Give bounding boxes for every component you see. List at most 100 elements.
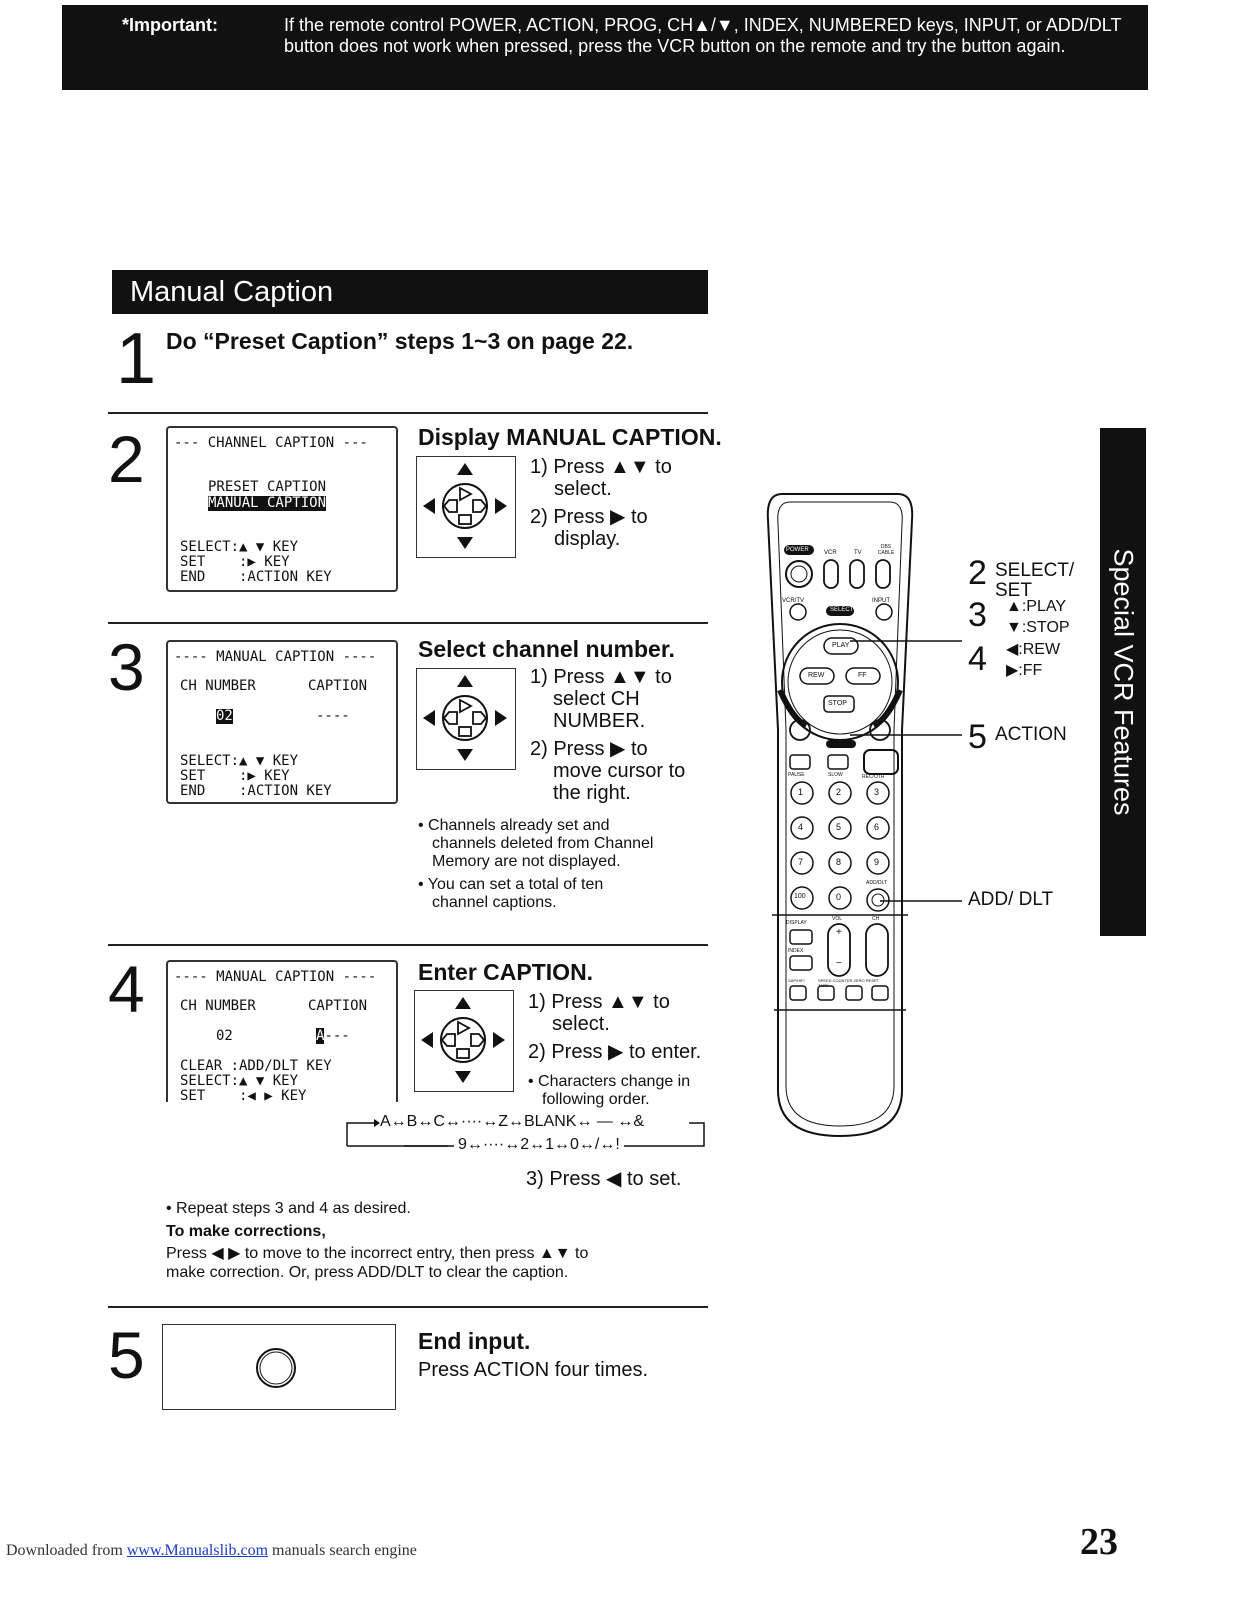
step2-instr-2b: display. bbox=[554, 528, 621, 550]
step3-joypad-diagram bbox=[416, 668, 516, 770]
step2-joypad-diagram bbox=[416, 456, 516, 558]
step5-text: Press ACTION four times. bbox=[418, 1359, 649, 1381]
osd-title: ---- MANUAL CAPTION ---- bbox=[174, 969, 377, 985]
step3-note-2b: channel captions. bbox=[432, 894, 557, 911]
rec-otr-button[interactable]: REC/OTR bbox=[862, 774, 885, 780]
osd-col-caption: CAPTION bbox=[308, 998, 368, 1014]
side-tab-label: Special VCR Features bbox=[1108, 548, 1139, 816]
callout-add-dlt: ADD/ DLT bbox=[968, 889, 1054, 910]
step3-instr-1c: NUMBER. bbox=[553, 710, 646, 732]
key-100[interactable]: 100 bbox=[794, 893, 806, 900]
osd-select-key: SELECT:▲ ▼ KEY bbox=[180, 1073, 299, 1089]
divider bbox=[108, 412, 708, 414]
remote-control-illustration: POWER VCR TV DBS CABLE VCR/TV SELECT INP… bbox=[762, 490, 918, 1140]
step5-heading: End input. bbox=[418, 1328, 531, 1354]
vcr-button[interactable]: VCR bbox=[824, 550, 837, 556]
manualslib-link[interactable]: www.Manualslib.com bbox=[126, 1542, 269, 1559]
remote-control-body bbox=[766, 493, 914, 1138]
key-0[interactable]: 0 bbox=[836, 892, 842, 902]
key-7[interactable]: 7 bbox=[798, 857, 804, 867]
step4-note-1b: following order. bbox=[542, 1091, 650, 1108]
callout-play: ▲:PLAY bbox=[1006, 598, 1067, 615]
joypad-icon bbox=[423, 463, 507, 549]
osd-ch-value: 02 bbox=[216, 708, 233, 724]
key-1[interactable]: 1 bbox=[798, 787, 804, 797]
step3-osd-screen: ---- MANUAL CAPTION ---- CH NUMBER CAPTI… bbox=[166, 640, 398, 804]
step4-number: 4 bbox=[108, 952, 145, 1026]
step2-osd-screen: --- CHANNEL CAPTION --- PRESET CAPTION M… bbox=[166, 426, 398, 592]
display-button[interactable]: DISPLAY bbox=[786, 920, 807, 926]
corrections-title: To make corrections, bbox=[166, 1223, 326, 1240]
step2-number: 2 bbox=[108, 422, 145, 496]
dbs-cable-button[interactable]: DBS CABLE bbox=[877, 544, 895, 556]
footer: Downloaded from www.Manualslib.com manua… bbox=[6, 1542, 417, 1560]
osd-title: ---- MANUAL CAPTION ---- bbox=[174, 649, 377, 665]
vol-label: VOL bbox=[832, 916, 843, 922]
step3-note-1b: channels deleted from Channel bbox=[432, 835, 654, 852]
step4-instr-3: 3) Press ◀ to set. bbox=[526, 1168, 682, 1190]
power-button[interactable]: POWER bbox=[786, 547, 809, 553]
step4-note-1a: • Characters change in bbox=[528, 1073, 691, 1090]
osd-manual-caption-highlighted: MANUAL CAPTION bbox=[208, 495, 327, 511]
step4-joypad-diagram bbox=[414, 990, 514, 1092]
osd-caption-value: ---- bbox=[316, 708, 350, 724]
step2-instr-1a: 1) Press ▲▼ to bbox=[530, 456, 672, 478]
key-6[interactable]: 6 bbox=[874, 822, 880, 832]
step1-number: 1 bbox=[116, 319, 157, 399]
key-2[interactable]: 2 bbox=[836, 787, 842, 797]
ff-button[interactable]: FF bbox=[858, 672, 867, 679]
step2-heading: Display MANUAL CAPTION. bbox=[418, 424, 722, 450]
add-dlt-button[interactable]: ADD/DLT bbox=[866, 880, 888, 886]
key-8[interactable]: 8 bbox=[836, 857, 842, 867]
key-5[interactable]: 5 bbox=[836, 822, 842, 832]
stop-button[interactable]: STOP bbox=[828, 700, 847, 707]
callout-number-4: 4 bbox=[968, 640, 987, 678]
rew-button[interactable]: REW bbox=[808, 672, 825, 679]
corrections-line-1: Press ◀ ▶ to move to the incorrect entry… bbox=[166, 1245, 589, 1262]
divider bbox=[108, 944, 708, 946]
pause-button[interactable]: PAUSE bbox=[788, 772, 805, 778]
select-button[interactable]: SELECT bbox=[830, 607, 854, 613]
joypad-icon bbox=[421, 997, 505, 1083]
callout-number-5: 5 bbox=[968, 718, 987, 756]
character-order-row2: 9↔····↔2↔1↔0↔/↔! bbox=[454, 1136, 624, 1154]
step3-number: 3 bbox=[108, 630, 145, 704]
vol-up-button[interactable]: + bbox=[836, 927, 842, 938]
osd-ch-value: 02 bbox=[216, 1028, 233, 1044]
callout-ff: ▶:FF bbox=[1006, 662, 1043, 679]
key-4[interactable]: 4 bbox=[798, 822, 804, 832]
play-button[interactable]: PLAY bbox=[832, 642, 850, 649]
callout-leader-lines bbox=[850, 640, 962, 902]
vol-down-button[interactable]: − bbox=[836, 958, 842, 969]
sap-hifi-button[interactable]: SAP/HIFI bbox=[788, 978, 805, 983]
action-button-icon bbox=[256, 1348, 296, 1388]
ch-label: CH bbox=[872, 916, 880, 922]
step5-action-button-diagram bbox=[162, 1324, 396, 1410]
step2-instr-2a: 2) Press ▶ to bbox=[530, 506, 648, 528]
osd-end-key: END :ACTION KEY bbox=[180, 783, 332, 799]
index-button[interactable]: INDEX bbox=[788, 948, 804, 954]
key-9[interactable]: 9 bbox=[874, 857, 880, 867]
callout-number-2: 2 bbox=[968, 554, 987, 592]
osd-col-caption: CAPTION bbox=[308, 678, 368, 694]
vcr-tv-button[interactable]: VCR/TV bbox=[782, 598, 805, 604]
character-order-row1: A↔B↔C↔····↔Z↔BLANK↔ — ↔& bbox=[380, 1113, 645, 1130]
step4-instr-1a: 1) Press ▲▼ to bbox=[528, 991, 670, 1013]
key-3[interactable]: 3 bbox=[874, 787, 880, 797]
osd-col-ch-number: CH NUMBER bbox=[180, 998, 256, 1014]
step3-instr-1b: select CH bbox=[553, 688, 640, 710]
step3-instr-2c: the right. bbox=[553, 782, 631, 804]
step3-note-1a: • Channels already set and bbox=[418, 817, 610, 834]
input-button[interactable]: INPUT bbox=[872, 598, 890, 604]
important-text: If the remote control POWER, ACTION, PRO… bbox=[284, 15, 1122, 56]
corrections-line-2: make correction. Or, press ADD/DLT to cl… bbox=[166, 1264, 569, 1281]
osd-set-key: SET :◀ ▶ KEY bbox=[180, 1088, 307, 1104]
step1-text: Do “Preset Caption” steps 1~3 on page 22… bbox=[166, 328, 634, 354]
footer-suffix: manuals search engine bbox=[268, 1542, 417, 1559]
speed-counter-zero-buttons[interactable]: SPEED COUNTER ZERO RESET TAPE bbox=[818, 978, 880, 988]
osd-preset-caption: PRESET CAPTION bbox=[208, 479, 327, 495]
tv-button[interactable]: TV bbox=[854, 550, 862, 556]
osd-col-ch-number: CH NUMBER bbox=[180, 678, 256, 694]
joypad-icon bbox=[423, 675, 507, 761]
slow-button[interactable]: SLOW bbox=[828, 772, 843, 778]
